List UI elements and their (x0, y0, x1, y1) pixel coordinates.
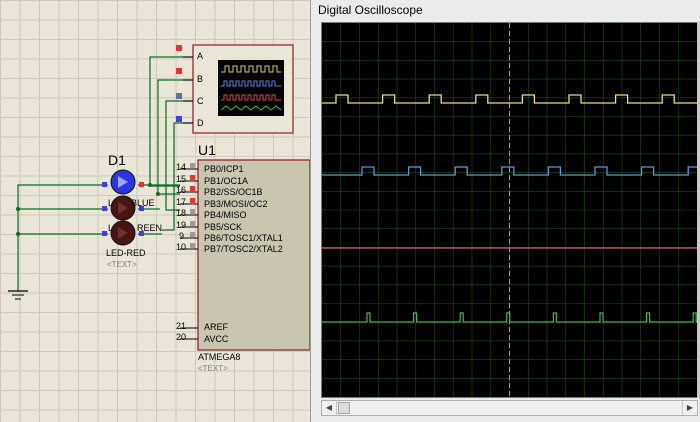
oscilloscope-display[interactable] (321, 22, 698, 398)
mcu-pin-num: 21 (176, 321, 187, 331)
mcu-pin-label: PB7/TOSC2/XTAL2 (204, 244, 283, 254)
schematic-canvas[interactable]: A B C D U1 14 PB0/ICP1 15 PB1/OC1A 16 PB… (0, 0, 310, 422)
oscilloscope-traces (322, 23, 697, 397)
scrollbar-thumb[interactable] (338, 402, 350, 414)
pin-marker-b (176, 68, 182, 74)
led-pin-markers (102, 182, 144, 236)
window-edge (697, 22, 700, 398)
mcu-ref: U1 (198, 142, 216, 158)
mcu-pin-num: 18 (176, 208, 187, 218)
trace-b (322, 166, 697, 176)
mcu-pin-label: PB1/OC1A (204, 176, 249, 186)
oscilloscope-title: Digital Oscilloscope (318, 3, 423, 17)
mcu-pin-label: AREF (204, 322, 229, 332)
pin-marker-d (176, 116, 182, 122)
schematic-wires (8, 44, 310, 351)
scope-input-a: A (197, 51, 204, 61)
horizontal-scrollbar[interactable]: ◀ ▶ (321, 400, 698, 416)
mcu-pin-num: 9 (179, 231, 185, 241)
wire-b (157, 79, 193, 195)
mcu-part: ATMEGA8 (198, 352, 241, 362)
wire-c (165, 100, 193, 211)
scope-input-d: D (197, 118, 204, 128)
scope-input-c: C (197, 96, 204, 106)
junction-4 (156, 192, 160, 196)
mcu-pin-label: AVCC (204, 334, 229, 344)
mcu-body[interactable] (197, 159, 310, 351)
mcu-pin-label: PB4/MISO (204, 210, 247, 220)
mcu-pin-num: 14 (176, 162, 187, 172)
mcu-pin-markers (190, 163, 195, 248)
scroll-left-icon[interactable]: ◀ (322, 401, 337, 415)
mcu-pin-label: PB5/SCK (204, 222, 243, 232)
trace-d (322, 312, 697, 323)
scope-input-b: B (197, 74, 204, 84)
led-l-label: L (108, 223, 114, 233)
oscilloscope-window[interactable]: Digital Oscilloscope ◀ ▶ (310, 0, 700, 422)
mcu-pin-num: 10 (176, 242, 187, 252)
mcu-text-placeholder: <TEXT> (198, 364, 228, 373)
led-label-blue: BLUE (131, 198, 155, 208)
trace-a (322, 94, 697, 104)
led-l-label: L (108, 198, 114, 208)
led-label-green: REEN (137, 223, 163, 233)
wire-a (149, 56, 193, 187)
scroll-right-icon[interactable]: ▶ (682, 401, 697, 415)
mcu-pin-num: 17 (176, 197, 187, 207)
mcu-pin-num: 20 (176, 332, 187, 342)
mcu-pin-num: 15 (176, 174, 187, 184)
mcu-pin-label: PB6/TOSC1/XTAL1 (204, 233, 283, 243)
mcu-pin-num: 16 (176, 185, 187, 195)
mcu-pin-num: 19 (176, 220, 187, 230)
led-part: LED-RED (106, 248, 146, 258)
junction-3 (148, 183, 152, 187)
junction-1 (16, 207, 20, 211)
pin-marker-a (176, 45, 182, 51)
mcu-pin-label: PB3/MOSI/OC2 (204, 199, 268, 209)
led-ref: D1 (108, 152, 126, 168)
led-text-placeholder: <TEXT> (107, 260, 137, 269)
mcu-pin-label: PB2/SS/OC1B (204, 187, 263, 197)
wire-gnd-1 (17, 184, 108, 291)
pin-marker-c (176, 93, 182, 99)
junction-2 (16, 232, 20, 236)
mcu-pin-label: PB0/ICP1 (204, 164, 244, 174)
